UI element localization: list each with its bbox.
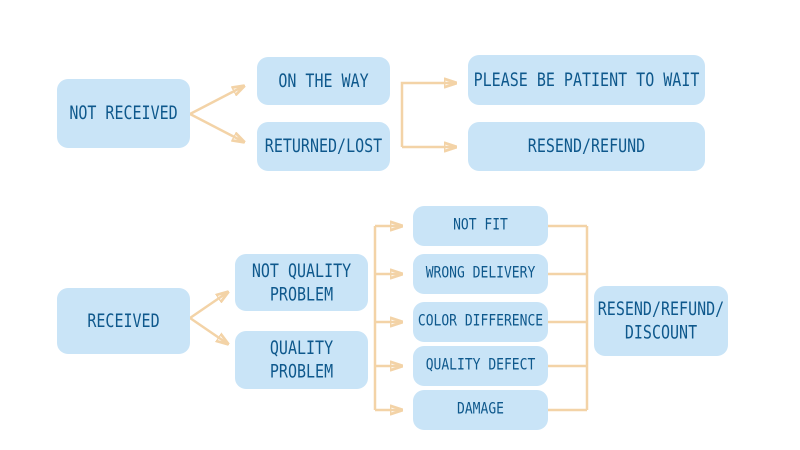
node-resend-refund-discount-label: RESEND/REFUND/ DISCOUNT (598, 298, 724, 345)
label-line: DISCOUNT (624, 321, 698, 344)
node-not-fit-label: NOT FIT (453, 215, 508, 235)
node-wrong-delivery: WRONG DELIVERY (413, 254, 548, 294)
node-not-received-label: NOT RECEIVED (69, 101, 178, 125)
node-resend-refund: RESEND/REFUND (468, 122, 705, 171)
node-received: RECEIVED (57, 288, 190, 354)
node-not-quality-problem: NOT QUALITY PROBLEM (235, 254, 368, 311)
arrow-not-received-to-on-the-way (189, 86, 244, 116)
node-quality-defect: QUALITY DEFECT (413, 346, 548, 386)
node-quality-problem-label: QUALITY PROBLEM (270, 337, 333, 384)
node-color-difference: COLOR DIFFERENCE (413, 302, 548, 342)
node-wrong-delivery-label: WRONG DELIVERY (425, 263, 536, 283)
arrow-received-to-quality-problem (189, 316, 228, 344)
arrow-received-to-not-quality-problem (189, 292, 228, 320)
node-returned-lost-label: RETURNED/LOST (264, 134, 383, 158)
label-line: NOT QUALITY (251, 259, 352, 282)
label-line: PROBLEM (269, 282, 334, 306)
node-please-be-patient: PLEASE BE PATIENT TO WAIT (468, 55, 705, 105)
arrow-not-received-to-returned-lost (189, 112, 244, 142)
label-line: PROBLEM (269, 360, 334, 383)
label-line: RESEND/REFUND/ (597, 297, 725, 321)
node-quality-defect-label: QUALITY DEFECT (425, 355, 536, 375)
node-resend-refund-label: RESEND/REFUND (527, 134, 646, 158)
node-color-difference-label: COLOR DIFFERENCE (417, 311, 544, 331)
node-returned-lost: RETURNED/LOST (257, 122, 390, 171)
node-damage: DAMAGE (413, 390, 548, 430)
node-on-the-way: ON THE WAY (257, 57, 390, 105)
arrow-bracket-to-please-wait (400, 83, 456, 147)
node-not-quality-problem-label: NOT QUALITY PROBLEM (252, 259, 351, 306)
node-received-label: RECEIVED (87, 309, 160, 332)
node-on-the-way-label: ON THE WAY (278, 69, 369, 92)
label-line: QUALITY (269, 336, 334, 360)
node-resend-refund-discount: RESEND/REFUND/ DISCOUNT (594, 286, 728, 356)
node-not-received: NOT RECEIVED (57, 79, 190, 148)
node-not-fit: NOT FIT (413, 206, 548, 246)
node-please-be-patient-label: PLEASE BE PATIENT TO WAIT (473, 68, 700, 91)
node-damage-label: DAMAGE (457, 399, 504, 419)
node-quality-problem: QUALITY PROBLEM (235, 331, 368, 389)
